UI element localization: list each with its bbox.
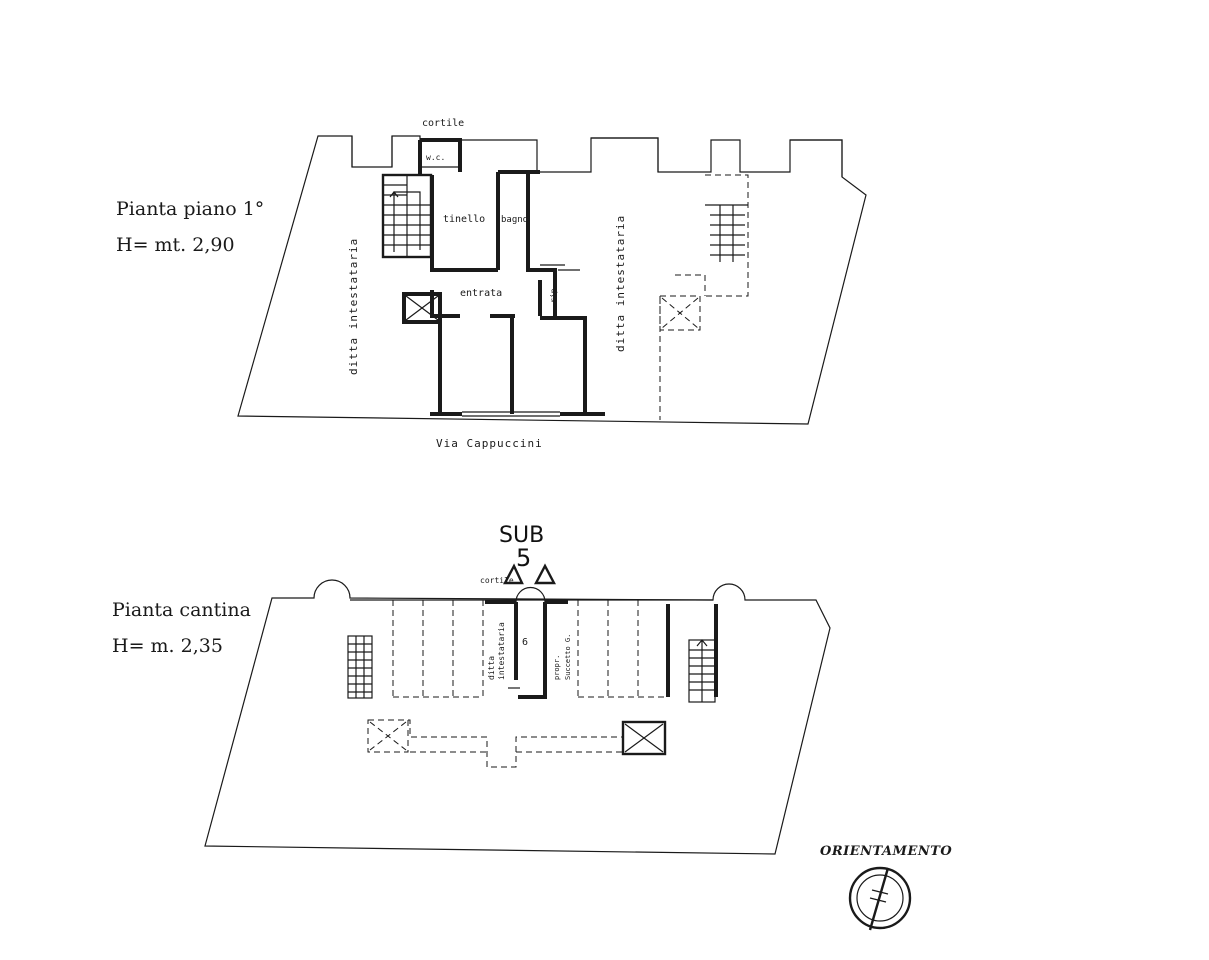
basement-stairs-right bbox=[688, 639, 716, 703]
neighbor-staircase bbox=[659, 174, 749, 420]
label-courtyard: cortile bbox=[422, 118, 464, 129]
basement-title: Pianta cantina bbox=[112, 599, 251, 621]
first-floor-height: H= mt. 2,90 bbox=[116, 234, 235, 256]
basement-courtyard: cortile bbox=[480, 576, 514, 585]
first-floor-plan: Pianta piano 1° H= mt. 2,90 cortile w.c.… bbox=[116, 118, 867, 450]
north-arrow-icon bbox=[868, 867, 890, 931]
first-floor-outline bbox=[237, 135, 867, 425]
first-floor-title: Pianta piano 1° bbox=[116, 198, 264, 220]
light-shafts bbox=[367, 719, 667, 756]
cellar-number: 6 bbox=[522, 637, 528, 648]
label-intestataria: intestataria bbox=[497, 622, 506, 680]
label-owner: Succetto G. bbox=[564, 634, 572, 680]
sub-marker: SUB 5 bbox=[499, 523, 556, 585]
label-propr: propr. bbox=[553, 655, 561, 680]
sub-label: SUB bbox=[499, 523, 544, 548]
cellar-partitions bbox=[368, 600, 665, 768]
staircase-first-floor bbox=[381, 173, 433, 259]
label-bagno: bagno bbox=[501, 215, 528, 225]
basement-walls bbox=[485, 586, 718, 699]
label-neighbor-right: ditta intestataria bbox=[614, 215, 627, 352]
label-tinello: tinello bbox=[443, 214, 485, 225]
orientation-compass: ORIENTAMENTO bbox=[820, 844, 952, 931]
sub-number: 5 bbox=[516, 544, 531, 572]
basement-height: H= m. 2,35 bbox=[112, 635, 223, 657]
label-entrata: entrata bbox=[460, 288, 502, 299]
label-rip: rip. bbox=[549, 284, 558, 303]
label-street: Via Cappuccini bbox=[436, 437, 543, 450]
apartment-walls bbox=[418, 138, 605, 417]
label-neighbor-left: ditta intestataria bbox=[347, 238, 360, 375]
basement-plan: SUB 5 Pianta cantina H= m. 2,35 cortile … bbox=[112, 523, 831, 855]
basement-stairs-left bbox=[347, 635, 373, 699]
label-wc: w.c. bbox=[426, 153, 445, 162]
orientation-label: ORIENTAMENTO bbox=[820, 844, 952, 859]
basement-outline bbox=[204, 579, 831, 855]
label-ditta: ditta bbox=[487, 656, 496, 680]
